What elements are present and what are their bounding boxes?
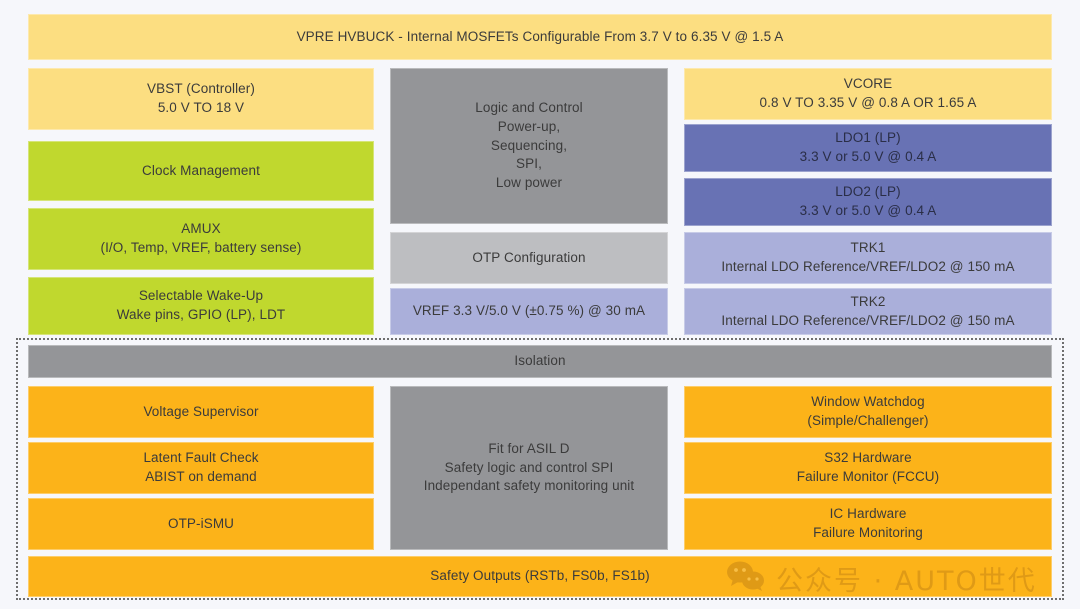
block-logic-and-control-line2: Power-up, bbox=[497, 119, 561, 135]
block-vref-label: VREF 3.3 V/5.0 V (±0.75 %) @ 30 mA bbox=[412, 303, 646, 319]
block-ic-hardware-failure-monitoring-line2: Failure Monitoring bbox=[813, 525, 923, 540]
block-fit-for-asil-d-line3: Independant safety monitoring unit bbox=[423, 478, 635, 494]
block-otp-configuration-label: OTP Configuration bbox=[472, 249, 586, 265]
block-vbst-line2: 5.0 V TO 18 V bbox=[157, 100, 245, 115]
block-vcore: VCORE 0.8 V TO 3.35 V @ 0.8 A OR 1.65 A bbox=[684, 68, 1052, 120]
block-safety-outputs: Safety Outputs (RSTb, FS0b, FS1b) bbox=[28, 556, 1052, 597]
block-voltage-supervisor: Voltage Supervisor bbox=[28, 386, 374, 438]
block-ic-hardware-failure-monitoring: IC Hardware Failure Monitoring bbox=[684, 498, 1052, 550]
block-vcore-line1: VCORE bbox=[843, 76, 893, 92]
vpre-hvbuck-bar: VPRE HVBUCK - Internal MOSFETs Configura… bbox=[28, 14, 1052, 60]
block-logic-and-control-line3: Sequencing, bbox=[490, 137, 568, 153]
block-ldo1: LDO1 (LP) 3.3 V or 5.0 V @ 0.4 A bbox=[684, 124, 1052, 172]
block-vcore-line2: 0.8 V TO 3.35 V @ 0.8 A OR 1.65 A bbox=[759, 95, 977, 110]
block-vbst-line1: VBST (Controller) bbox=[147, 81, 255, 97]
block-amux-line1: AMUX bbox=[181, 221, 221, 237]
block-ldo1-line2: 3.3 V or 5.0 V @ 0.4 A bbox=[799, 149, 937, 164]
block-latent-fault-check-line1: Latent Fault Check bbox=[143, 450, 259, 466]
block-logic-and-control-line1: Logic and Control bbox=[475, 100, 583, 116]
block-trk2-line2: Internal LDO Reference/VREF/LDO2 @ 150 m… bbox=[721, 312, 1015, 328]
block-window-watchdog-line1: Window Watchdog bbox=[811, 394, 925, 410]
block-ldo2: LDO2 (LP) 3.3 V or 5.0 V @ 0.4 A bbox=[684, 178, 1052, 226]
block-otp-ismu: OTP-iSMU bbox=[28, 498, 374, 550]
block-amux: AMUX (I/O, Temp, VREF, battery sense) bbox=[28, 208, 374, 270]
block-selectable-wake-up-line2: Wake pins, GPIO (LP), LDT bbox=[116, 307, 286, 322]
block-s32-hardware-failure-monitor-line1: S32 Hardware bbox=[824, 450, 912, 466]
block-safety-outputs-label: Safety Outputs (RSTb, FS0b, FS1b) bbox=[430, 568, 650, 584]
block-s32-hardware-failure-monitor: S32 Hardware Failure Monitor (FCCU) bbox=[684, 442, 1052, 494]
block-logic-and-control-line4: SPI, bbox=[516, 156, 542, 172]
block-otp-ismu-label: OTP-iSMU bbox=[167, 515, 235, 531]
block-isolation: Isolation bbox=[28, 345, 1052, 378]
block-vbst: VBST (Controller) 5.0 V TO 18 V bbox=[28, 68, 374, 130]
block-isolation-label: Isolation bbox=[514, 353, 566, 369]
block-trk2-line1: TRK2 bbox=[850, 293, 886, 309]
block-fit-for-asil-d: Fit for ASIL D Safety logic and control … bbox=[390, 386, 668, 550]
block-s32-hardware-failure-monitor-line2: Failure Monitor (FCCU) bbox=[796, 469, 940, 484]
block-window-watchdog-line2: (Simple/Challenger) bbox=[807, 413, 929, 428]
block-selectable-wake-up: Selectable Wake-Up Wake pins, GPIO (LP),… bbox=[28, 277, 374, 335]
block-amux-line2: (I/O, Temp, VREF, battery sense) bbox=[100, 240, 302, 255]
block-ic-hardware-failure-monitoring-line1: IC Hardware bbox=[829, 506, 907, 522]
block-trk1: TRK1 Internal LDO Reference/VREF/LDO2 @ … bbox=[684, 232, 1052, 284]
block-trk2: TRK2 Internal LDO Reference/VREF/LDO2 @ … bbox=[684, 288, 1052, 335]
block-logic-and-control: Logic and Control Power-up, Sequencing, … bbox=[390, 68, 668, 224]
block-selectable-wake-up-line1: Selectable Wake-Up bbox=[138, 288, 264, 304]
block-clock-management: Clock Management bbox=[28, 141, 374, 201]
block-ldo2-line1: LDO2 (LP) bbox=[835, 184, 901, 200]
block-fit-for-asil-d-line2: Safety logic and control SPI bbox=[444, 459, 614, 475]
block-logic-and-control-line5: Low power bbox=[495, 174, 563, 190]
block-latent-fault-check: Latent Fault Check ABIST on demand bbox=[28, 442, 374, 494]
block-window-watchdog: Window Watchdog (Simple/Challenger) bbox=[684, 386, 1052, 438]
block-trk1-line1: TRK1 bbox=[850, 240, 886, 256]
block-fit-for-asil-d-line1: Fit for ASIL D bbox=[488, 441, 570, 457]
block-latent-fault-check-line2: ABIST on demand bbox=[145, 469, 257, 484]
block-trk1-line2: Internal LDO Reference/VREF/LDO2 @ 150 m… bbox=[721, 259, 1015, 274]
block-clock-management-line1: Clock Management bbox=[142, 162, 260, 178]
vpre-hvbuck-label: VPRE HVBUCK - Internal MOSFETs Configura… bbox=[296, 28, 784, 44]
block-voltage-supervisor-label: Voltage Supervisor bbox=[143, 403, 259, 419]
block-ldo2-line2: 3.3 V or 5.0 V @ 0.4 A bbox=[799, 203, 937, 218]
block-vref: VREF 3.3 V/5.0 V (±0.75 %) @ 30 mA bbox=[390, 288, 668, 335]
block-ldo1-line1: LDO1 (LP) bbox=[835, 130, 901, 146]
block-otp-configuration: OTP Configuration bbox=[390, 232, 668, 284]
